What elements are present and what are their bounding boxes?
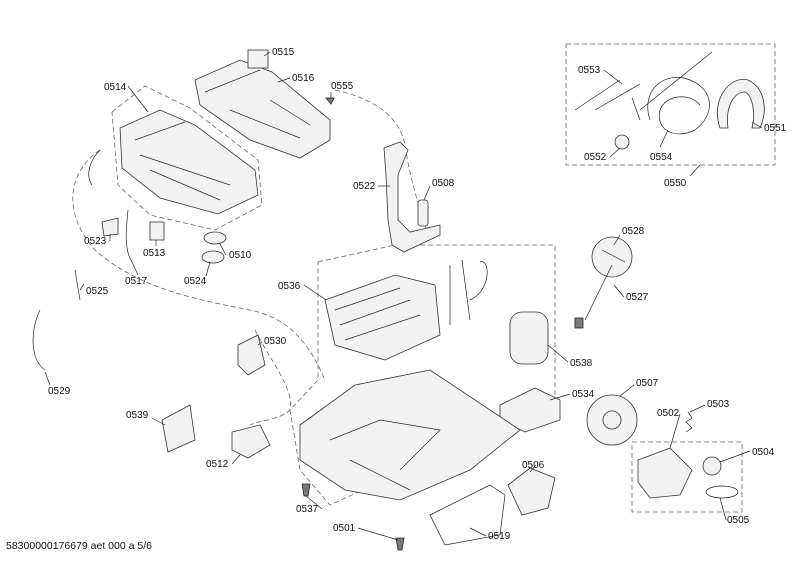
label-0525: 0525 [86,286,109,297]
accessory-kit-box [565,43,776,166]
label-0529: 0529 [48,386,71,397]
document-code: 58300000176679 aet 000 a 5/6 [6,540,152,552]
fan-cover-shape [507,467,556,516]
label-0514: 0514 [104,82,127,93]
label-0555: 0555 [331,81,354,92]
label-0510: 0510 [229,250,252,261]
pulley-shape [702,456,722,476]
valve-shape [149,221,165,241]
belt-shape [705,485,739,499]
label-0507: 0507 [636,378,659,389]
coiled-hose [639,51,713,135]
part-labels: 0514 0515 0516 0555 0553 0551 0552 0554 … [48,47,787,542]
label-0515: 0515 [272,47,295,58]
hose-route-outline [72,149,326,381]
leader-lines [44,51,763,541]
label-0524: 0524 [184,276,207,287]
compressor-shape [509,311,549,365]
seal-ring-lower [201,250,225,264]
spring-shape [685,411,693,433]
label-0508: 0508 [432,178,455,189]
gasket-shape [429,484,506,546]
label-0538: 0538 [570,358,593,369]
condensate-pipe-shape [383,141,441,253]
label-0522: 0522 [353,181,376,192]
motor-kit-box [631,441,743,513]
seal-ring-upper [203,231,227,245]
label-0528: 0528 [622,226,645,237]
temperature-sensor-circle [591,236,633,278]
pipe-route-outline [334,89,431,241]
long-hose [32,149,101,371]
hose-connector [614,134,630,150]
hose-clip-rods [574,79,641,121]
screw-shape [325,97,335,105]
sensor-shape [417,199,429,227]
label-0513: 0513 [143,248,166,259]
label-0503: 0503 [707,399,730,410]
label-0530: 0530 [264,336,287,347]
part-shapes [32,49,765,551]
label-0523: 0523 [84,236,107,247]
label-0501: 0501 [333,523,356,534]
drawer-housing-shape [119,109,259,215]
label-0554: 0554 [650,152,673,163]
drawer-group-outline [111,85,263,231]
label-0516: 0516 [292,73,315,84]
label-0517: 0517 [125,276,148,287]
label-0536: 0536 [278,281,301,292]
filter-insert-shape [247,49,269,69]
label-0502: 0502 [657,408,680,419]
base-frame-shape [299,369,521,501]
label-0552: 0552 [584,152,607,163]
motor-shape [637,447,693,499]
drain-pump-shape [231,424,271,459]
label-0519: 0519 [488,531,511,542]
label-0512: 0512 [206,459,229,470]
pump-route-outline [249,329,292,426]
clip-shape [101,217,119,237]
label-0504: 0504 [752,447,775,458]
label-0550: 0550 [664,178,687,189]
base-assembly-outline [289,244,556,506]
label-0527: 0527 [626,292,649,303]
screw-0537 [301,483,311,497]
label-0537: 0537 [296,504,319,515]
condenser-unit-shape [324,274,441,361]
label-0551: 0551 [764,123,787,134]
hose-segment [74,269,81,301]
bracket-shape [161,404,196,453]
hose-bracket [717,79,765,129]
short-hose [125,209,133,263]
label-0534: 0534 [572,389,595,400]
screw-0501 [395,537,405,551]
label-0506: 0506 [522,460,545,471]
label-0553: 0553 [578,65,601,76]
label-0539: 0539 [126,410,149,421]
label-0505: 0505 [727,515,750,526]
